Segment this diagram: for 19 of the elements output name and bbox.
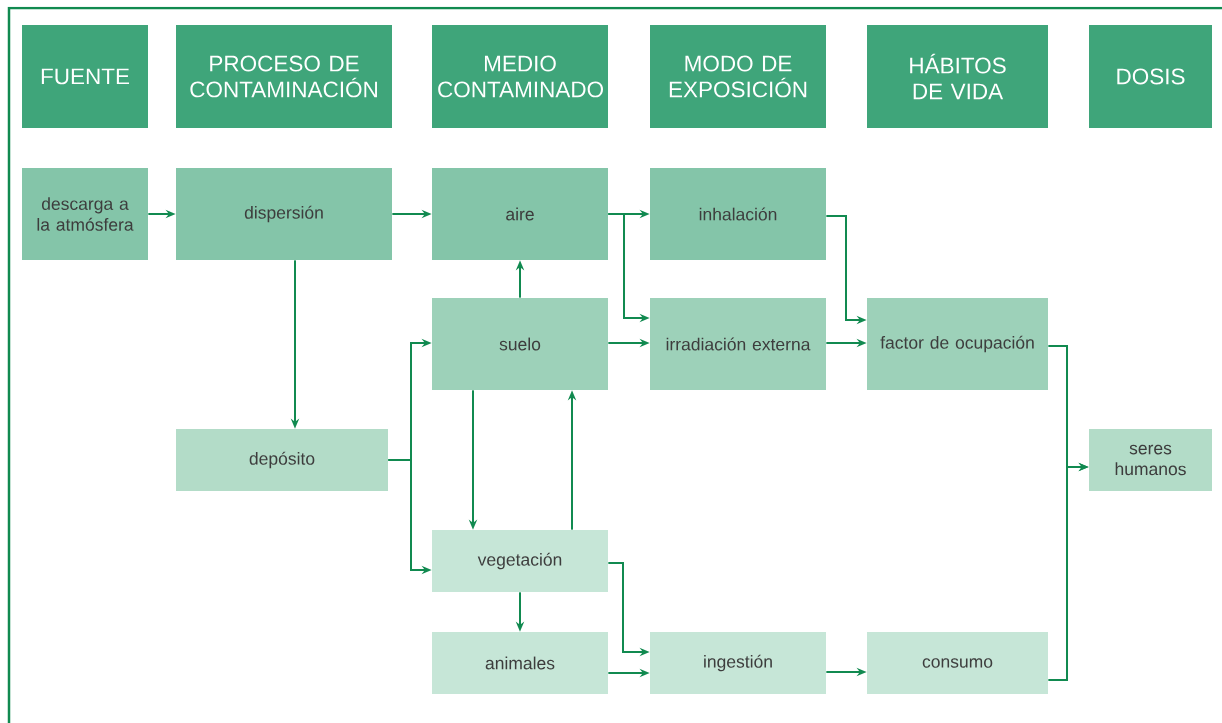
column-header: DOSIS [1089,25,1212,128]
process-box: descarga a la atmósfera [22,168,148,260]
column-header: MODO DE EXPOSICIÓN [650,25,826,128]
process-box: ingestión [650,632,826,694]
process-box: inhalación [650,168,826,260]
process-box: dispersión [176,168,392,260]
process-box: suelo [432,298,608,390]
column-header: MEDIO CONTAMINADO [432,25,608,128]
process-box: consumo [867,632,1048,694]
process-box: irradiación externa [650,298,826,390]
process-box: animales [432,632,608,694]
process-box: depósito [176,429,388,491]
column-header: PROCESO DE CONTAMINACIÓN [176,25,392,128]
column-header: FUENTE [22,25,148,128]
process-box: seres humanos [1089,429,1212,491]
process-box: vegetación [432,530,608,592]
process-box: aire [432,168,608,260]
process-box: factor de ocupación [867,298,1048,390]
column-header: HÁBITOS DE VIDA [867,25,1048,128]
